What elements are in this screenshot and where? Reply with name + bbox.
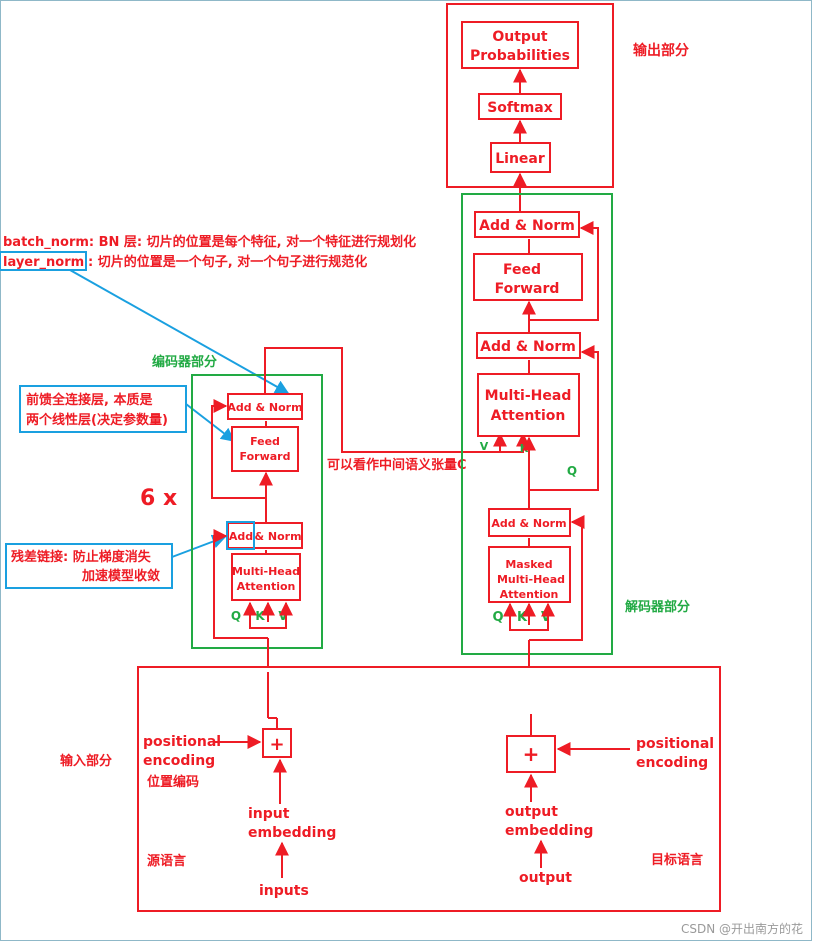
right-add-box bbox=[506, 735, 556, 773]
decoder-masked-mha-line-2: Multi-Head bbox=[497, 573, 565, 586]
encoder-residual-2 bbox=[211, 399, 266, 499]
softmax-label: Softmax bbox=[487, 100, 553, 116]
encoder-v-arrow bbox=[268, 601, 293, 629]
source-lang-label: 源语言 bbox=[147, 853, 186, 869]
decoder-add-norm-1-label: Add & Norm bbox=[479, 218, 575, 234]
right-add-symbol: + bbox=[523, 742, 540, 766]
output-embedding-line-1: output bbox=[505, 804, 558, 820]
decoder-masked-mha-line-1: Masked bbox=[505, 558, 552, 571]
decoder-feed-forward-box bbox=[473, 253, 583, 301]
residual-note-box bbox=[5, 543, 173, 589]
left-add-up-line bbox=[267, 672, 278, 729]
right-positional-line-2: encoding bbox=[636, 755, 708, 771]
encoder-k-label: K bbox=[255, 609, 265, 623]
decoder-mha-box bbox=[477, 373, 580, 437]
left-positional-line-1: positional bbox=[143, 734, 221, 750]
decoder-masked-v-arrow bbox=[529, 602, 555, 631]
layer-norm-callout-line bbox=[69, 269, 290, 394]
left-positional-line-2: encoding bbox=[143, 753, 215, 769]
encoder-repeat-label: 6 x bbox=[140, 486, 177, 511]
decoder-masked-mha-line-3: Attention bbox=[500, 588, 559, 601]
inputs-label: inputs bbox=[259, 883, 309, 899]
encoder-feed-forward-line-1: Feed bbox=[250, 435, 280, 448]
decoder-add-norm-3-box bbox=[488, 508, 571, 537]
decoder-residual-3 bbox=[529, 221, 599, 321]
encoder-q-arrow bbox=[243, 601, 268, 629]
decoder-masked-q-label: Q bbox=[492, 610, 503, 625]
decoder-masked-v-label: V bbox=[541, 610, 551, 625]
encoder-feed-forward-box bbox=[231, 426, 299, 472]
encoder-add-norm-top-label: Add & Norm bbox=[227, 401, 302, 414]
decoder-v-label: V bbox=[480, 440, 489, 453]
input-embedding-line-2: embedding bbox=[248, 825, 336, 841]
encoder-to-decoder-line bbox=[264, 347, 507, 453]
encoder-add-norm-top-box bbox=[227, 393, 303, 420]
input-section-label: 输入部分 bbox=[60, 753, 112, 769]
encoder-mha-box bbox=[231, 553, 301, 601]
decoder-residual-1 bbox=[529, 515, 585, 641]
watermark: CSDN @开出南方的花 bbox=[681, 921, 803, 936]
residual-note-line-1: 残差链接: 防止梯度消失 bbox=[11, 549, 152, 565]
layer-norm-note: : 切片的位置是一个句子, 对一个句子进行规范化 bbox=[88, 254, 367, 270]
decoder-q-label: Q bbox=[567, 464, 577, 478]
decoder-feed-forward-line-1: Feed bbox=[503, 262, 541, 278]
decoder-masked-k-label: K bbox=[517, 610, 528, 625]
encoder-mha-line-2: Attention bbox=[237, 580, 296, 593]
decoder-k-label: K bbox=[520, 442, 529, 455]
decoder-feed-forward-line-2: Forward bbox=[495, 281, 560, 297]
output-label: output bbox=[519, 870, 572, 886]
left-add-symbol: + bbox=[269, 734, 284, 755]
decoder-add-norm-3-label: Add & Norm bbox=[491, 517, 566, 530]
encoder-section-label: 编码器部分 bbox=[152, 354, 217, 370]
encoder-feed-forward-line-2: Forward bbox=[240, 450, 291, 463]
output-section-label: 输出部分 bbox=[633, 42, 689, 59]
ffn-note-line-2: 两个线性层(决定参数量) bbox=[26, 412, 168, 428]
encoder-frame bbox=[191, 374, 323, 649]
encoder-add-norm-rest: & Norm bbox=[254, 530, 301, 543]
target-lang-label: 目标语言 bbox=[651, 852, 703, 868]
encoder-mha-line-1: Multi-Head bbox=[232, 565, 300, 578]
encoder-add-key: Add bbox=[229, 530, 253, 543]
encoder-v-label: V bbox=[278, 609, 288, 623]
encoder-q-label: Q bbox=[231, 609, 241, 623]
decoder-residual-2 bbox=[529, 345, 599, 491]
left-add-box bbox=[262, 728, 292, 758]
decoder-add-norm-1-box bbox=[474, 211, 580, 238]
output-probabilities-box bbox=[461, 21, 579, 69]
layer-norm-highlight bbox=[0, 251, 87, 271]
input-embedding-line-1: input bbox=[248, 806, 290, 822]
batch-norm-note: batch_norm: BN 层: 切片的位置是每个特征, 对一个特征进行规划化 bbox=[3, 234, 416, 250]
decoder-masked-mha-box bbox=[488, 546, 571, 603]
ffn-callout-line bbox=[185, 403, 236, 442]
ffn-note-line-1: 前馈全连接层, 本质是 bbox=[26, 392, 153, 408]
ffn-note-box bbox=[19, 385, 187, 433]
linear-label: Linear bbox=[495, 151, 545, 167]
input-section-frame bbox=[137, 666, 721, 912]
right-positional-line-1: positional bbox=[636, 736, 714, 752]
context-tensor-note: 可以看作中间语义张量C bbox=[327, 457, 467, 473]
output-probabilities-line-1: Output bbox=[492, 29, 548, 45]
decoder-add-norm-2-box bbox=[476, 332, 581, 359]
output-probabilities-line-2: Probabilities bbox=[470, 48, 570, 64]
decoder-section-label: 解码器部分 bbox=[624, 599, 690, 615]
residual-note-line-2: 加速模型收敛 bbox=[81, 568, 160, 584]
output-embedding-line-2: embedding bbox=[505, 823, 593, 839]
decoder-add-norm-2-label: Add & Norm bbox=[480, 339, 576, 355]
decoder-frame bbox=[461, 193, 613, 655]
decoder-mha-line-2: Attention bbox=[491, 408, 566, 424]
decoder-masked-q-arrow bbox=[503, 602, 529, 631]
left-positional-cn: 位置编码 bbox=[147, 774, 199, 790]
layer-norm-key: layer_norm bbox=[3, 255, 84, 270]
decoder-mha-line-1: Multi-Head bbox=[485, 388, 572, 404]
residual-callout-line bbox=[171, 534, 227, 558]
encoder-residual-1 bbox=[213, 529, 268, 639]
